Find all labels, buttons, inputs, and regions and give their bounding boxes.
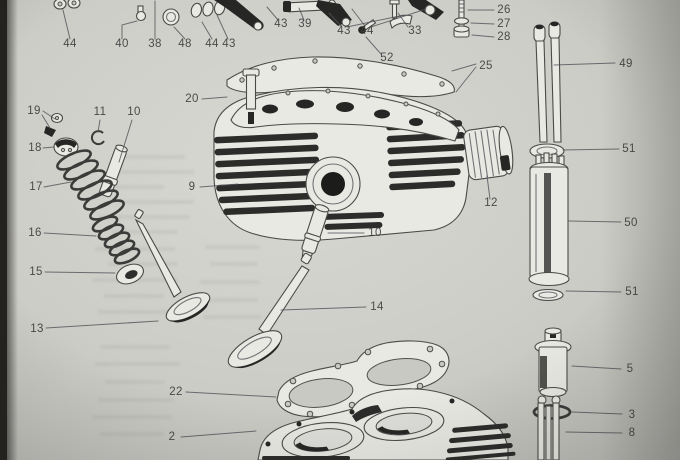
right-edge-shade (600, 0, 680, 460)
photo-left-edge (0, 0, 7, 460)
photo-left-edge-fade (7, 0, 18, 460)
